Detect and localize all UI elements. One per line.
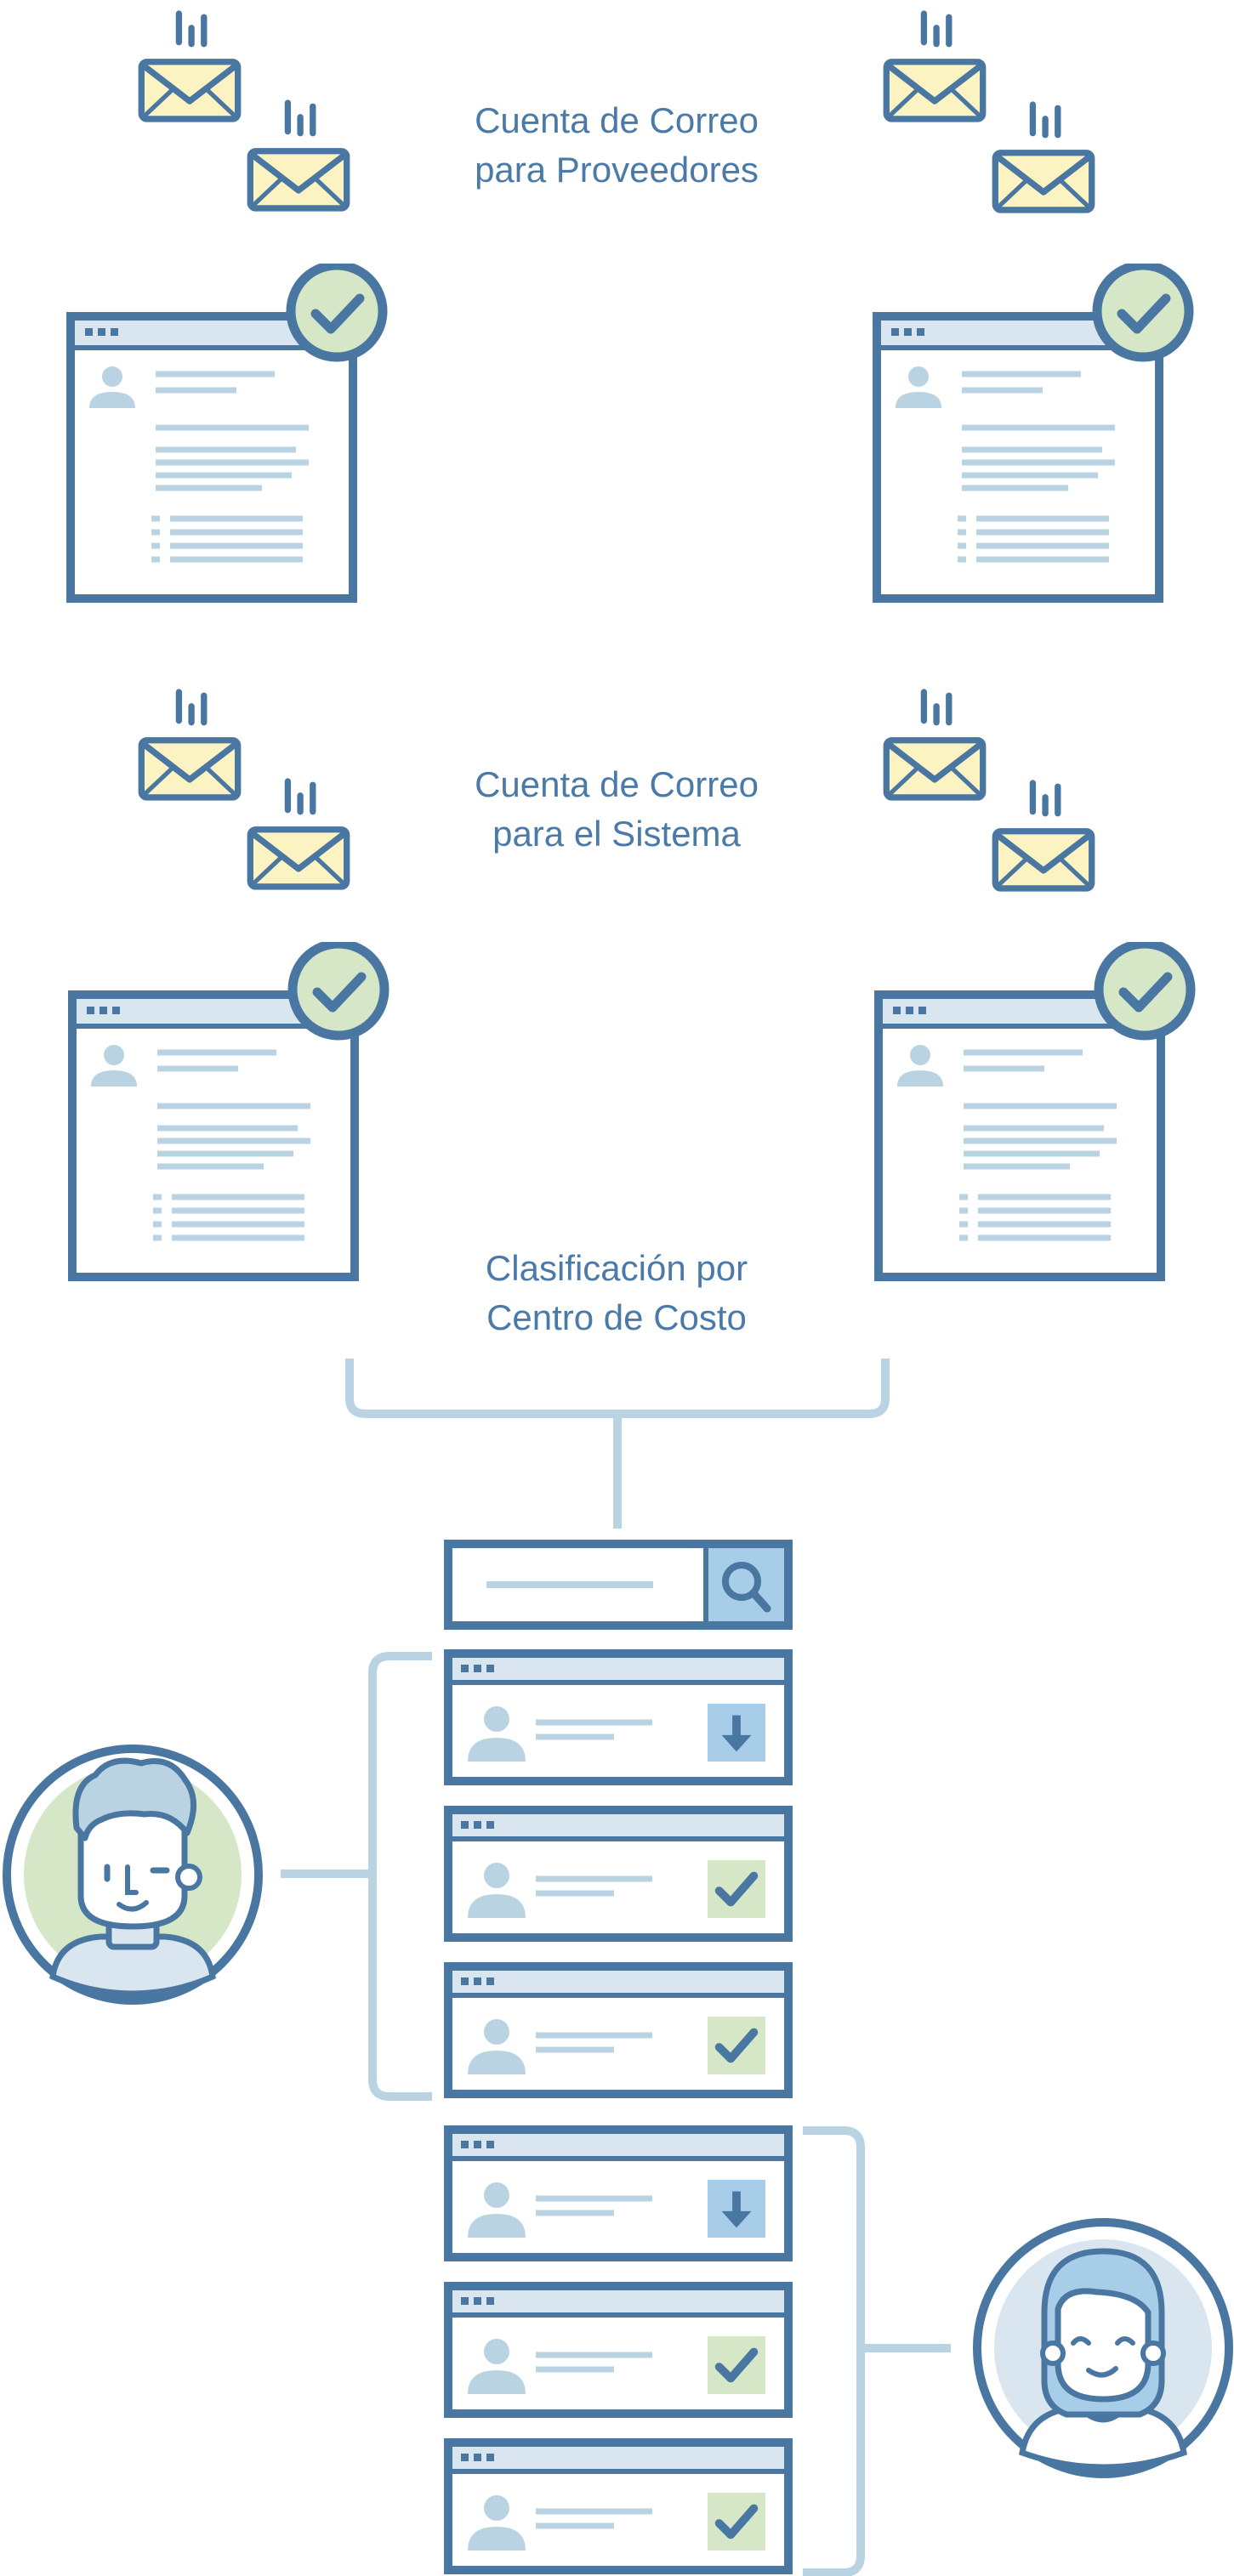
envelope-icon: [141, 692, 237, 797]
envelope-icon: [995, 783, 1091, 888]
female-user-group-bracket: [803, 2126, 951, 2576]
system-mailbox-label: Cuenta de Correo para el Sistema: [319, 760, 914, 859]
vendor-mailbox-label: Cuenta de Correo para Proveedores: [319, 96, 914, 195]
email-document-icon: [72, 944, 384, 1277]
search-icon: [722, 1562, 771, 1613]
cost-center-classification-label: Clasificación por Centro de Costo: [319, 1244, 914, 1342]
email-document-icon: [71, 265, 383, 599]
system-mailbox-label-line2: para el Sistema: [492, 814, 741, 854]
check-icon: [708, 1860, 765, 1918]
search-bar[interactable]: [444, 1540, 793, 1630]
download-arrow-icon: [708, 1704, 765, 1762]
male-user-group-bracket: [281, 1652, 432, 2101]
system-mailbox-label-line1: Cuenta de Correo: [475, 764, 759, 804]
check-icon: [708, 2017, 765, 2074]
vendor-mailbox-label-line1: Cuenta de Correo: [475, 100, 759, 140]
vendor-mailbox-label-line2: para Proveedores: [475, 150, 759, 190]
cost-center-label-line2: Centro de Costo: [486, 1297, 747, 1337]
envelope-icon: [141, 14, 237, 119]
merge-connector: [345, 1359, 890, 1529]
email-document-icon: [879, 944, 1191, 1277]
cost-center-label-line1: Clasificación por: [485, 1248, 748, 1288]
email-document-icon: [877, 265, 1189, 599]
male-user-avatar: [3, 1745, 263, 2005]
download-arrow-icon: [708, 2180, 765, 2238]
check-icon: [708, 2336, 765, 2394]
check-icon: [708, 2493, 765, 2550]
female-user-avatar: [973, 2218, 1233, 2478]
envelope-icon: [995, 105, 1091, 210]
